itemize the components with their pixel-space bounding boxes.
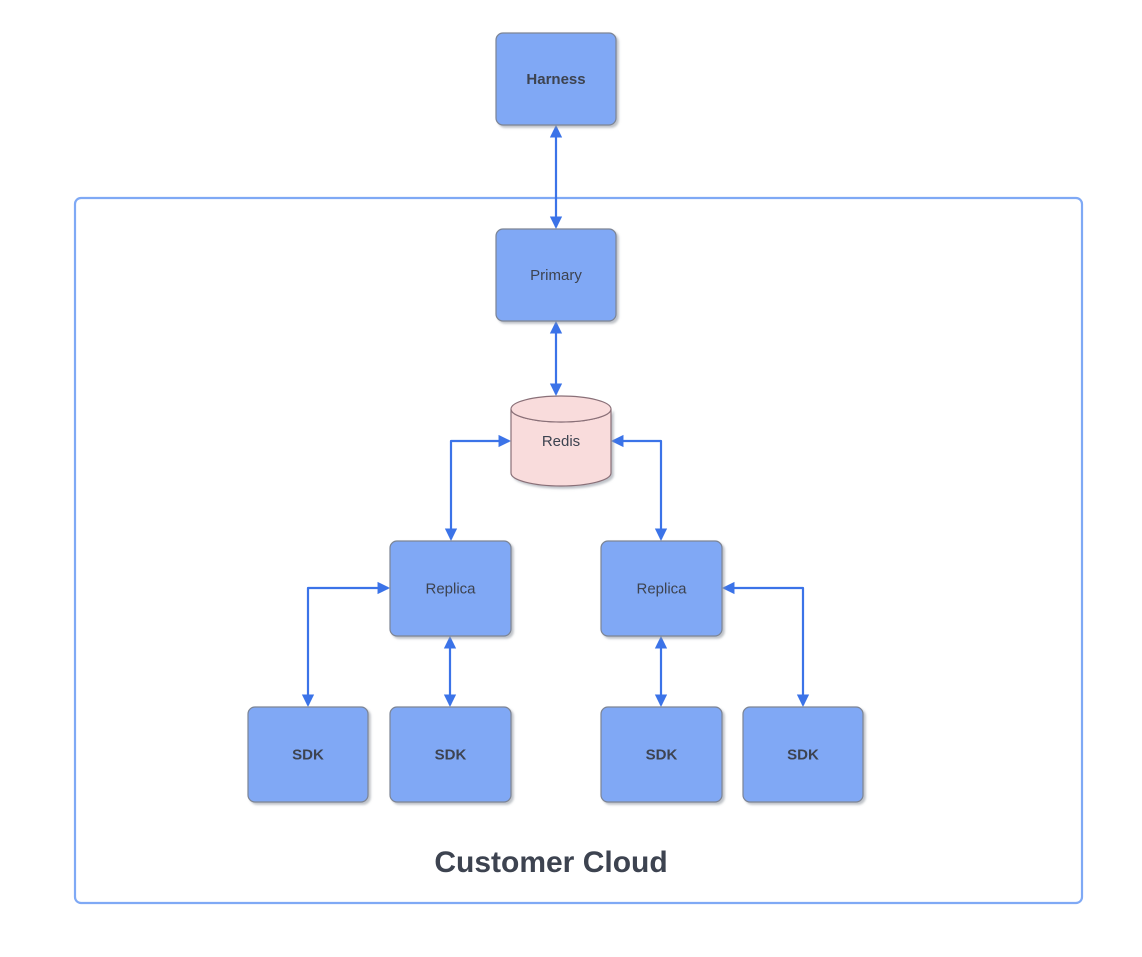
node-primary[interactable]: Primary [495, 228, 617, 322]
node-box [389, 540, 512, 637]
node-box [600, 706, 723, 803]
edge-replica-left-sdk-1 [301, 581, 391, 708]
node-label-primary: Primary [530, 267, 582, 284]
edge-replica-right-sdk-4 [721, 581, 810, 708]
node-replica-right[interactable]: Replica [600, 540, 723, 637]
node-box [247, 706, 369, 803]
node-box [495, 32, 617, 126]
node-box [742, 706, 864, 803]
node-sdk-3[interactable]: SDK [600, 706, 723, 803]
edges-layer [301, 124, 810, 708]
node-label-sdk-1: SDK [292, 746, 324, 763]
group-customer-cloud-border [73, 196, 1084, 905]
node-sdk-2[interactable]: SDK [389, 706, 512, 803]
node-label-sdk-2: SDK [435, 746, 467, 763]
node-box [495, 228, 617, 322]
group-customer-cloud-title: Customer Cloud [434, 846, 667, 879]
node-label-redis: Redis [542, 433, 580, 450]
cylinder-top [510, 395, 612, 423]
edge-redis-replica-left [444, 434, 512, 542]
group-customer-cloud: Customer Cloud [73, 196, 1084, 905]
node-box [389, 706, 512, 803]
edge-redis-replica-right [610, 434, 668, 542]
node-label-sdk-4: SDK [787, 746, 819, 763]
node-label-replica-left: Replica [425, 580, 476, 597]
node-label-replica-right: Replica [636, 580, 687, 597]
node-label-sdk-3: SDK [646, 746, 678, 763]
node-replica-left[interactable]: Replica [389, 540, 512, 637]
node-box [600, 540, 723, 637]
node-label-harness: Harness [526, 71, 585, 88]
node-sdk-4[interactable]: SDK [742, 706, 864, 803]
node-harness[interactable]: Harness [495, 32, 617, 126]
node-redis[interactable]: Redis [510, 395, 612, 487]
node-sdk-1[interactable]: SDK [247, 706, 369, 803]
